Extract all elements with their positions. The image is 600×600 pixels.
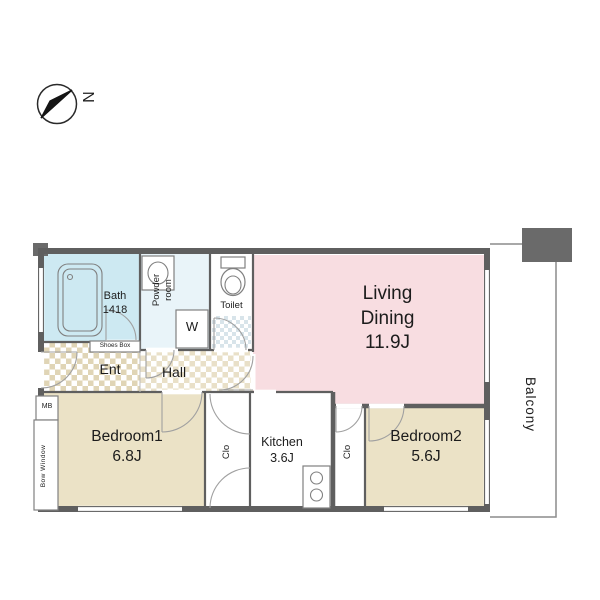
bath-label: Bath 1418 bbox=[92, 289, 138, 318]
living-line1: Living bbox=[362, 283, 413, 304]
kitchen-name: Kitchen bbox=[261, 435, 303, 449]
living-line2: Dining bbox=[360, 307, 415, 329]
bath-name: Bath bbox=[103, 290, 127, 302]
meter-box-label: MB bbox=[41, 403, 53, 410]
balcony-label: Balcony bbox=[523, 376, 538, 433]
living-size: 11.9J bbox=[364, 332, 411, 354]
hall-label: Hall bbox=[161, 364, 187, 380]
washer-label: W bbox=[185, 319, 199, 334]
bedroom1-size: 6.8J bbox=[112, 448, 142, 466]
bedroom1-name: Bedroom1 bbox=[91, 428, 163, 445]
living-dining-label: Living Dining 11.9J bbox=[305, 282, 470, 356]
closet2-label: Clo bbox=[342, 444, 353, 460]
compass-north-label: N bbox=[79, 91, 96, 103]
bow-window-label: Bow Window bbox=[40, 444, 47, 488]
powder-line1: Powder bbox=[151, 273, 162, 307]
corner-pillar-top-right bbox=[522, 228, 572, 262]
toilet-floor-tiles bbox=[212, 316, 251, 348]
entrance-label: Ent bbox=[99, 361, 121, 377]
bedroom2-label: Bedroom2 5.6J bbox=[356, 427, 496, 467]
closet1-label: Clo bbox=[221, 444, 232, 460]
powder-room-label: Powder room bbox=[151, 258, 179, 322]
bedroom2-name: Bedroom2 bbox=[390, 428, 462, 445]
kitchen-size: 3.6J bbox=[270, 451, 294, 466]
bath-size: 1418 bbox=[102, 304, 128, 317]
toilet-label: Toilet bbox=[220, 300, 243, 311]
shoes-box-label: Shoes Box bbox=[99, 342, 131, 349]
bedroom1-label: Bedroom1 6.8J bbox=[55, 427, 199, 467]
bedroom2-size: 5.6J bbox=[411, 448, 441, 466]
powder-line2: room bbox=[163, 279, 175, 301]
compass-icon bbox=[36, 83, 78, 125]
kitchen-label: Kitchen 3.6J bbox=[240, 434, 324, 467]
